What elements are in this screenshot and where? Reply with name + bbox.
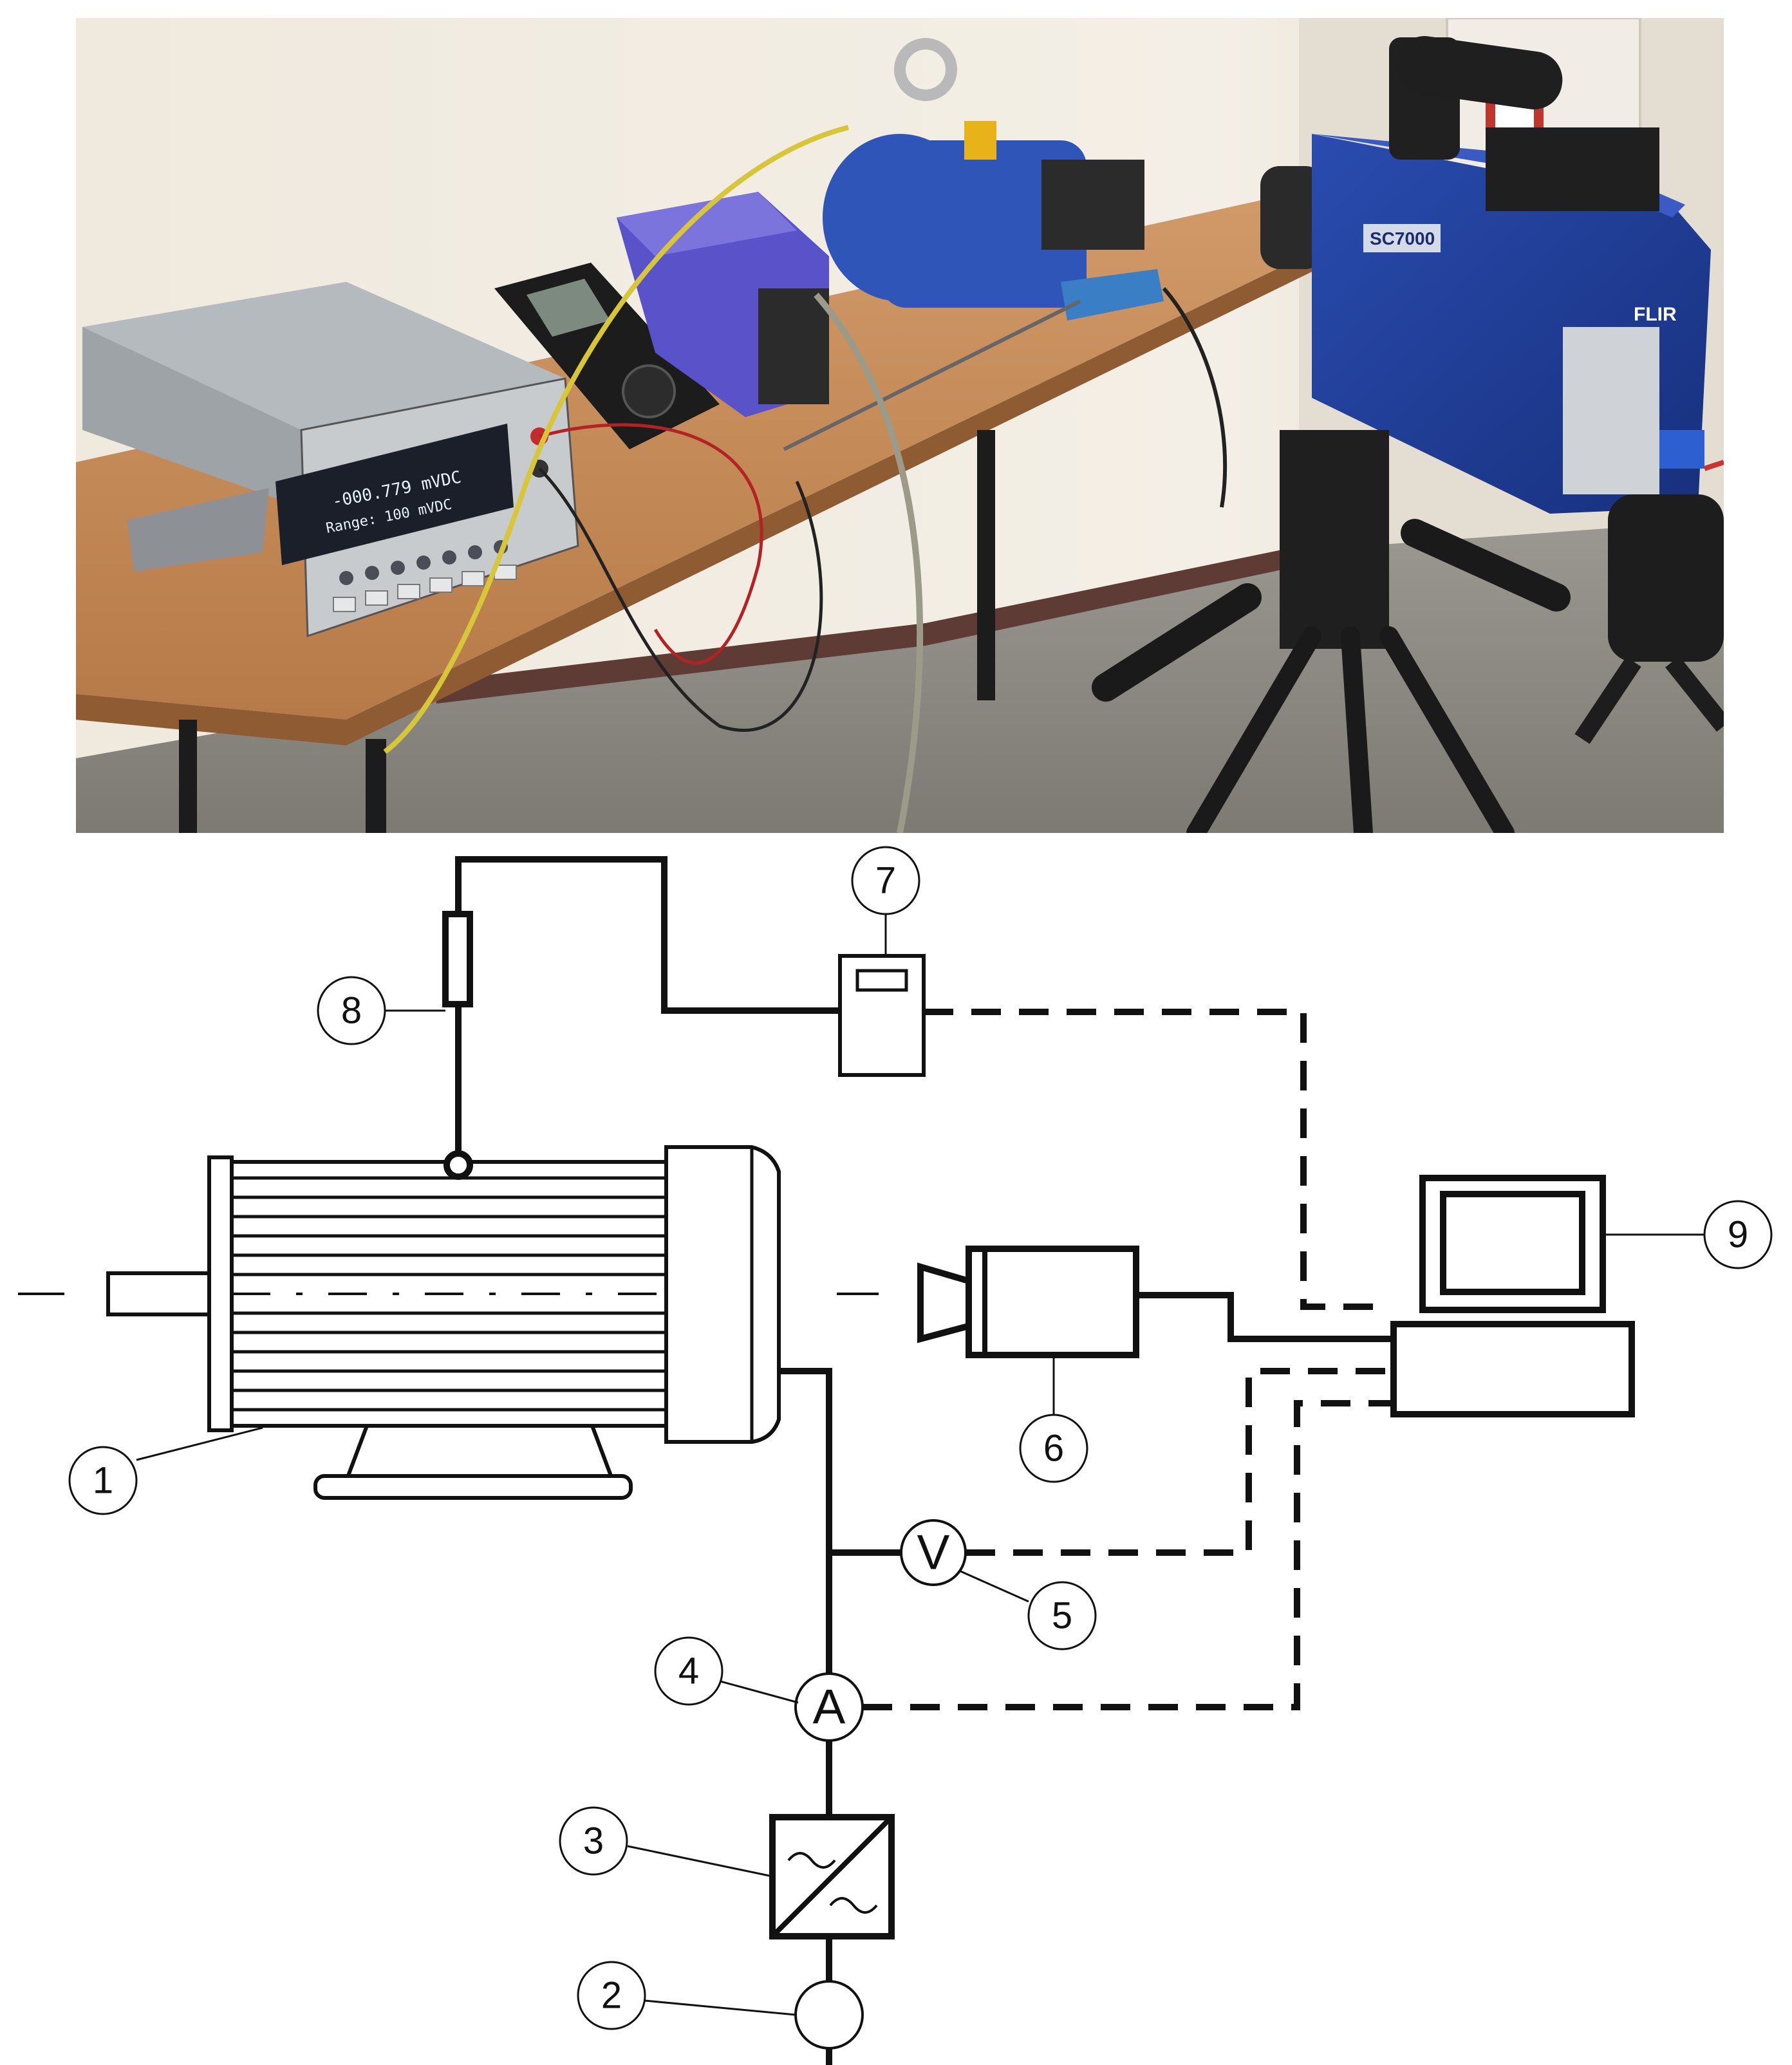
data-link-voltmeter-to-pc — [966, 1368, 1394, 1556]
cooling-fins — [232, 1176, 666, 1412]
computer — [1390, 1175, 1635, 1417]
camera-body — [966, 1246, 1139, 1358]
voltmeter: V — [900, 1519, 967, 1586]
temperature-sensor-probe — [442, 911, 473, 1180]
callout-8: 8 — [317, 976, 386, 1045]
voltmeter-symbol: V — [917, 1526, 950, 1580]
vacuum-pump — [823, 38, 1144, 308]
multimeter-display — [275, 424, 514, 565]
callout-6: 6 — [1019, 1414, 1088, 1483]
thermometer — [783, 269, 1164, 451]
wire-sensor-to-thermometer — [455, 856, 840, 1014]
ir-camera — [917, 1246, 1139, 1358]
electric-motor — [106, 1145, 781, 1500]
cable-black — [538, 467, 823, 732]
cable-thermo — [1162, 287, 1227, 508]
measurement-schematic: V A 1 2 3 4 — [18, 846, 1773, 2065]
data-link-thermometer-to-pc — [924, 1009, 1377, 1310]
callout-5: 5 — [1027, 1581, 1097, 1650]
infrared-camera: SC7000 FLIR — [1260, 36, 1724, 514]
callout-5-label: 5 — [1052, 1595, 1072, 1637]
motor-end-flange — [207, 1155, 234, 1432]
callout-1: 1 — [68, 1446, 138, 1515]
callout-3: 3 — [559, 1806, 628, 1876]
callout-3-label: 3 — [583, 1820, 604, 1862]
callout-8-label: 8 — [341, 990, 362, 1032]
sensor-element — [442, 911, 473, 1007]
callout-6-label: 6 — [1043, 1428, 1064, 1470]
motor-base — [313, 1474, 633, 1500]
ammeter-symbol: A — [813, 1680, 846, 1735]
lab-setup-photo: -000.779 mVDC Range: 100 mVDC — [76, 18, 1724, 833]
table-leg-right — [977, 430, 995, 700]
callout-1-label: 1 — [93, 1460, 113, 1502]
baseboard — [436, 533, 1363, 704]
frequency-inverter — [617, 192, 829, 417]
callout-2: 2 — [577, 1961, 646, 2030]
table-leg-mid — [366, 739, 386, 833]
thermometer-display — [855, 969, 908, 992]
handheld-multimeter — [494, 263, 720, 449]
table-leg-left — [179, 720, 197, 833]
motor-shaft — [106, 1271, 213, 1316]
camera-brand-label: FLIR — [1634, 304, 1677, 325]
callout-9: 9 — [1703, 1200, 1773, 1269]
tripod — [1092, 430, 1571, 833]
office-chair — [1574, 494, 1724, 744]
digital-thermometer — [838, 954, 926, 1077]
bench-multimeter: -000.779 mVDC Range: 100 mVDC — [82, 282, 579, 638]
camera-lens — [917, 1262, 972, 1343]
power-supply — [794, 1980, 864, 2050]
ammeter: A — [794, 1672, 864, 1742]
wire-camera-to-pc — [1136, 1292, 1394, 1342]
motor-fan-cover — [664, 1145, 781, 1444]
cable-gray — [814, 292, 924, 833]
callout-2-label: 2 — [601, 1975, 622, 2017]
camera-model-label: SC7000 — [1370, 229, 1435, 248]
cable-red — [539, 423, 763, 665]
inverter-symbol — [769, 1814, 895, 1939]
data-link-ammeter-to-pc — [863, 1400, 1394, 1710]
leader-lines — [136, 914, 1704, 2016]
sensor-contact-point — [443, 1150, 473, 1180]
callout-9-label: 9 — [1728, 1214, 1748, 1256]
pc-case — [1390, 1321, 1635, 1417]
callout-7-label: 7 — [875, 860, 896, 902]
callout-4-label: 4 — [678, 1650, 699, 1692]
motor-foot — [344, 1424, 615, 1479]
callout-4: 4 — [654, 1636, 723, 1706]
pc-screen — [1440, 1191, 1585, 1295]
callout-7: 7 — [851, 846, 920, 915]
cable-yellow — [383, 125, 849, 754]
